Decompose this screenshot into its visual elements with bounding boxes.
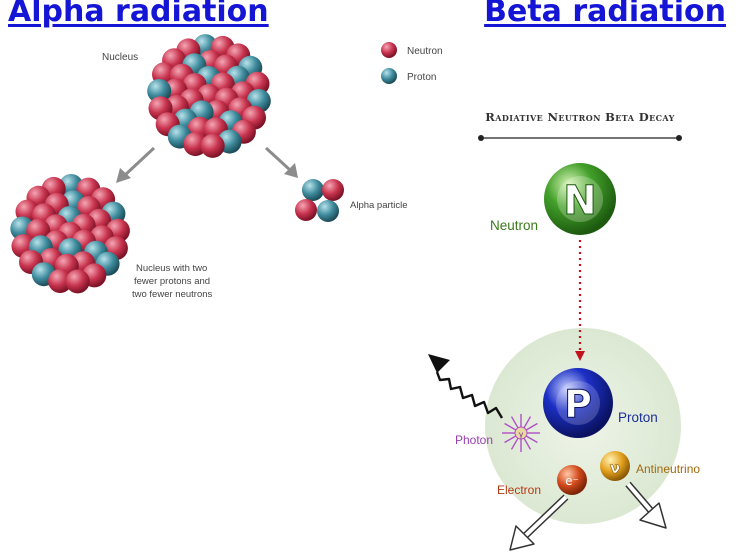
photon-burst: [502, 414, 540, 452]
neutron-label: Neutron: [490, 218, 538, 233]
neutron-ball: [544, 163, 616, 235]
antineutrino-symbol: ν: [610, 459, 620, 477]
proton-ball: [543, 368, 613, 438]
photon-symbol: γ: [519, 430, 524, 439]
proton-symbol: P: [564, 382, 592, 426]
alpha-radiation-heading: Alpha radiation: [8, 0, 269, 29]
photon-ray: [522, 436, 532, 450]
decay-arrow-left: [116, 146, 156, 183]
beta-radiation-heading: Beta radiation: [484, 0, 726, 29]
electron-symbol: e⁻: [565, 474, 579, 488]
photon-label: Photon: [455, 433, 493, 447]
parent-nucleus-proton: [147, 79, 172, 103]
electron-exit-arrow: [509, 494, 569, 551]
antineutrino-label: Antineutrino: [636, 462, 700, 476]
parent-nucleus: [147, 34, 271, 158]
proton-label: Proton: [618, 410, 658, 425]
neutron-symbol: N: [563, 178, 596, 224]
daughter-nucleus-neutron: [48, 269, 73, 293]
neutron-legend-swatch: [381, 42, 397, 58]
decay-arrow-right: [264, 146, 298, 178]
daughter-nucleus: [10, 174, 130, 294]
photon-ray: [504, 422, 518, 432]
photon-ball: [514, 426, 528, 440]
photon-wave-arrow: [428, 354, 504, 419]
parent-nucleus-neutron: [200, 133, 225, 158]
proton-legend-swatch: [381, 68, 397, 84]
photon-ray: [524, 434, 538, 444]
photon-ray: [524, 422, 538, 432]
nucleus-label: Nucleus: [102, 52, 138, 63]
legend: Neutron Proton: [381, 42, 443, 84]
antineutrino-ball: [600, 451, 630, 481]
electron-label: Electron: [497, 483, 541, 497]
electron-ball: [557, 465, 587, 495]
daughter-nucleus-neutron: [65, 269, 90, 294]
alpha-particle: [295, 179, 344, 222]
neutron-legend-label: Neutron: [407, 46, 443, 57]
photon-ray: [504, 434, 518, 444]
proton-legend-label: Proton: [407, 72, 436, 83]
photon-ray: [522, 416, 532, 430]
alpha-particle-label: Alpha particle: [350, 200, 408, 211]
antineutrino-exit-arrow: [625, 481, 667, 529]
daughter-nucleus-label: Nucleus with two fewer protons and two f…: [132, 263, 213, 300]
photon-ray: [510, 416, 520, 430]
beta-decay-title: Radiative Neutron Beta Decay: [485, 110, 674, 124]
photon-ray: [510, 436, 520, 450]
title-underline-bar: [478, 135, 682, 141]
parent-nucleus-neutron: [183, 132, 208, 157]
